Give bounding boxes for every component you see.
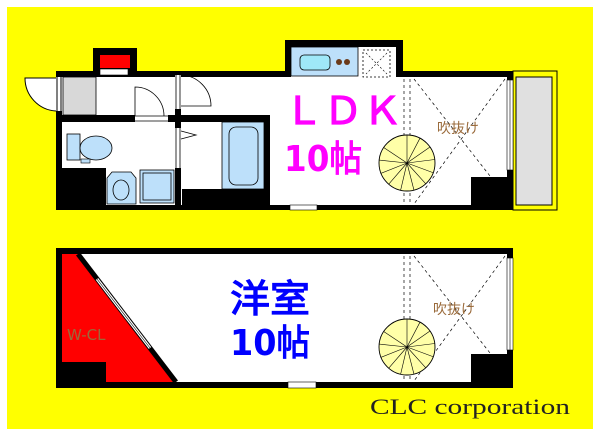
bath-door-gap [175,128,181,168]
closet-label: W-CL [67,326,106,344]
stair-tread [406,322,421,348]
stair-tread [406,159,435,164]
stair-tread [383,147,408,164]
walk-in-closet [62,254,174,382]
kitchen-sink [299,54,331,71]
stair-tread [406,146,431,164]
stair-tread [406,162,415,191]
upper-floor: 吹抜け ＬＤＫ 10帖 [24,40,558,211]
stair-tread [388,162,408,185]
stair-tread [406,162,434,174]
stair-tread [406,346,415,375]
bath-wall [264,115,270,210]
hall-door-gap [175,75,181,109]
washroom-door-swing[interactable] [134,86,165,117]
stair-tread [380,162,408,174]
ldk-size: 10帖 [284,139,362,180]
stair-tread [406,330,431,348]
ldk-window-bottom [289,204,318,211]
lower-floor: W-CL 吹抜け 洋室 10帖 [56,248,514,389]
stair-tread [406,343,435,348]
company-name: CLC corporation [370,394,570,419]
bath-folding-door[interactable] [180,130,198,140]
stove-burner-icon [336,59,342,65]
meter-window [99,68,129,76]
bedroom-label: 洋室 [230,277,310,321]
balcony-floor [515,76,553,206]
stair-tread [379,343,408,348]
stair-tread [380,346,408,358]
spiral-staircase[interactable] [378,134,436,192]
stair-tread [406,346,434,358]
stair-tread [406,346,426,369]
hall-door-swing[interactable] [180,74,212,107]
shoe-box [62,76,97,116]
toilet-bowl [79,135,113,161]
stair-tread [406,162,426,185]
column [471,354,513,388]
ldk-label: ＬＤＫ [284,89,402,133]
void-label: 吹抜け [433,302,475,318]
stair-tread [383,331,408,348]
stove-burner-icon [344,59,350,65]
washroom-door-gap [135,115,168,122]
stair-tread [400,346,408,375]
fridge-space [362,49,391,78]
entry-door-gap [56,77,62,111]
entry-door-swing[interactable] [24,77,57,112]
fridge-cross [365,52,388,75]
pipe-shaft [62,168,106,205]
toilet-tank [66,133,81,161]
stair-tread [406,138,421,164]
bedroom-size: 10帖 [230,323,310,364]
spiral-staircase[interactable] [378,318,436,376]
stair-tread [379,159,408,164]
void-label: 吹抜け [437,121,479,137]
stair-tread [388,346,408,369]
meter-box [100,55,130,68]
column [471,177,513,210]
bedroom-window-bottom [287,381,317,389]
stair-tread [400,162,408,191]
